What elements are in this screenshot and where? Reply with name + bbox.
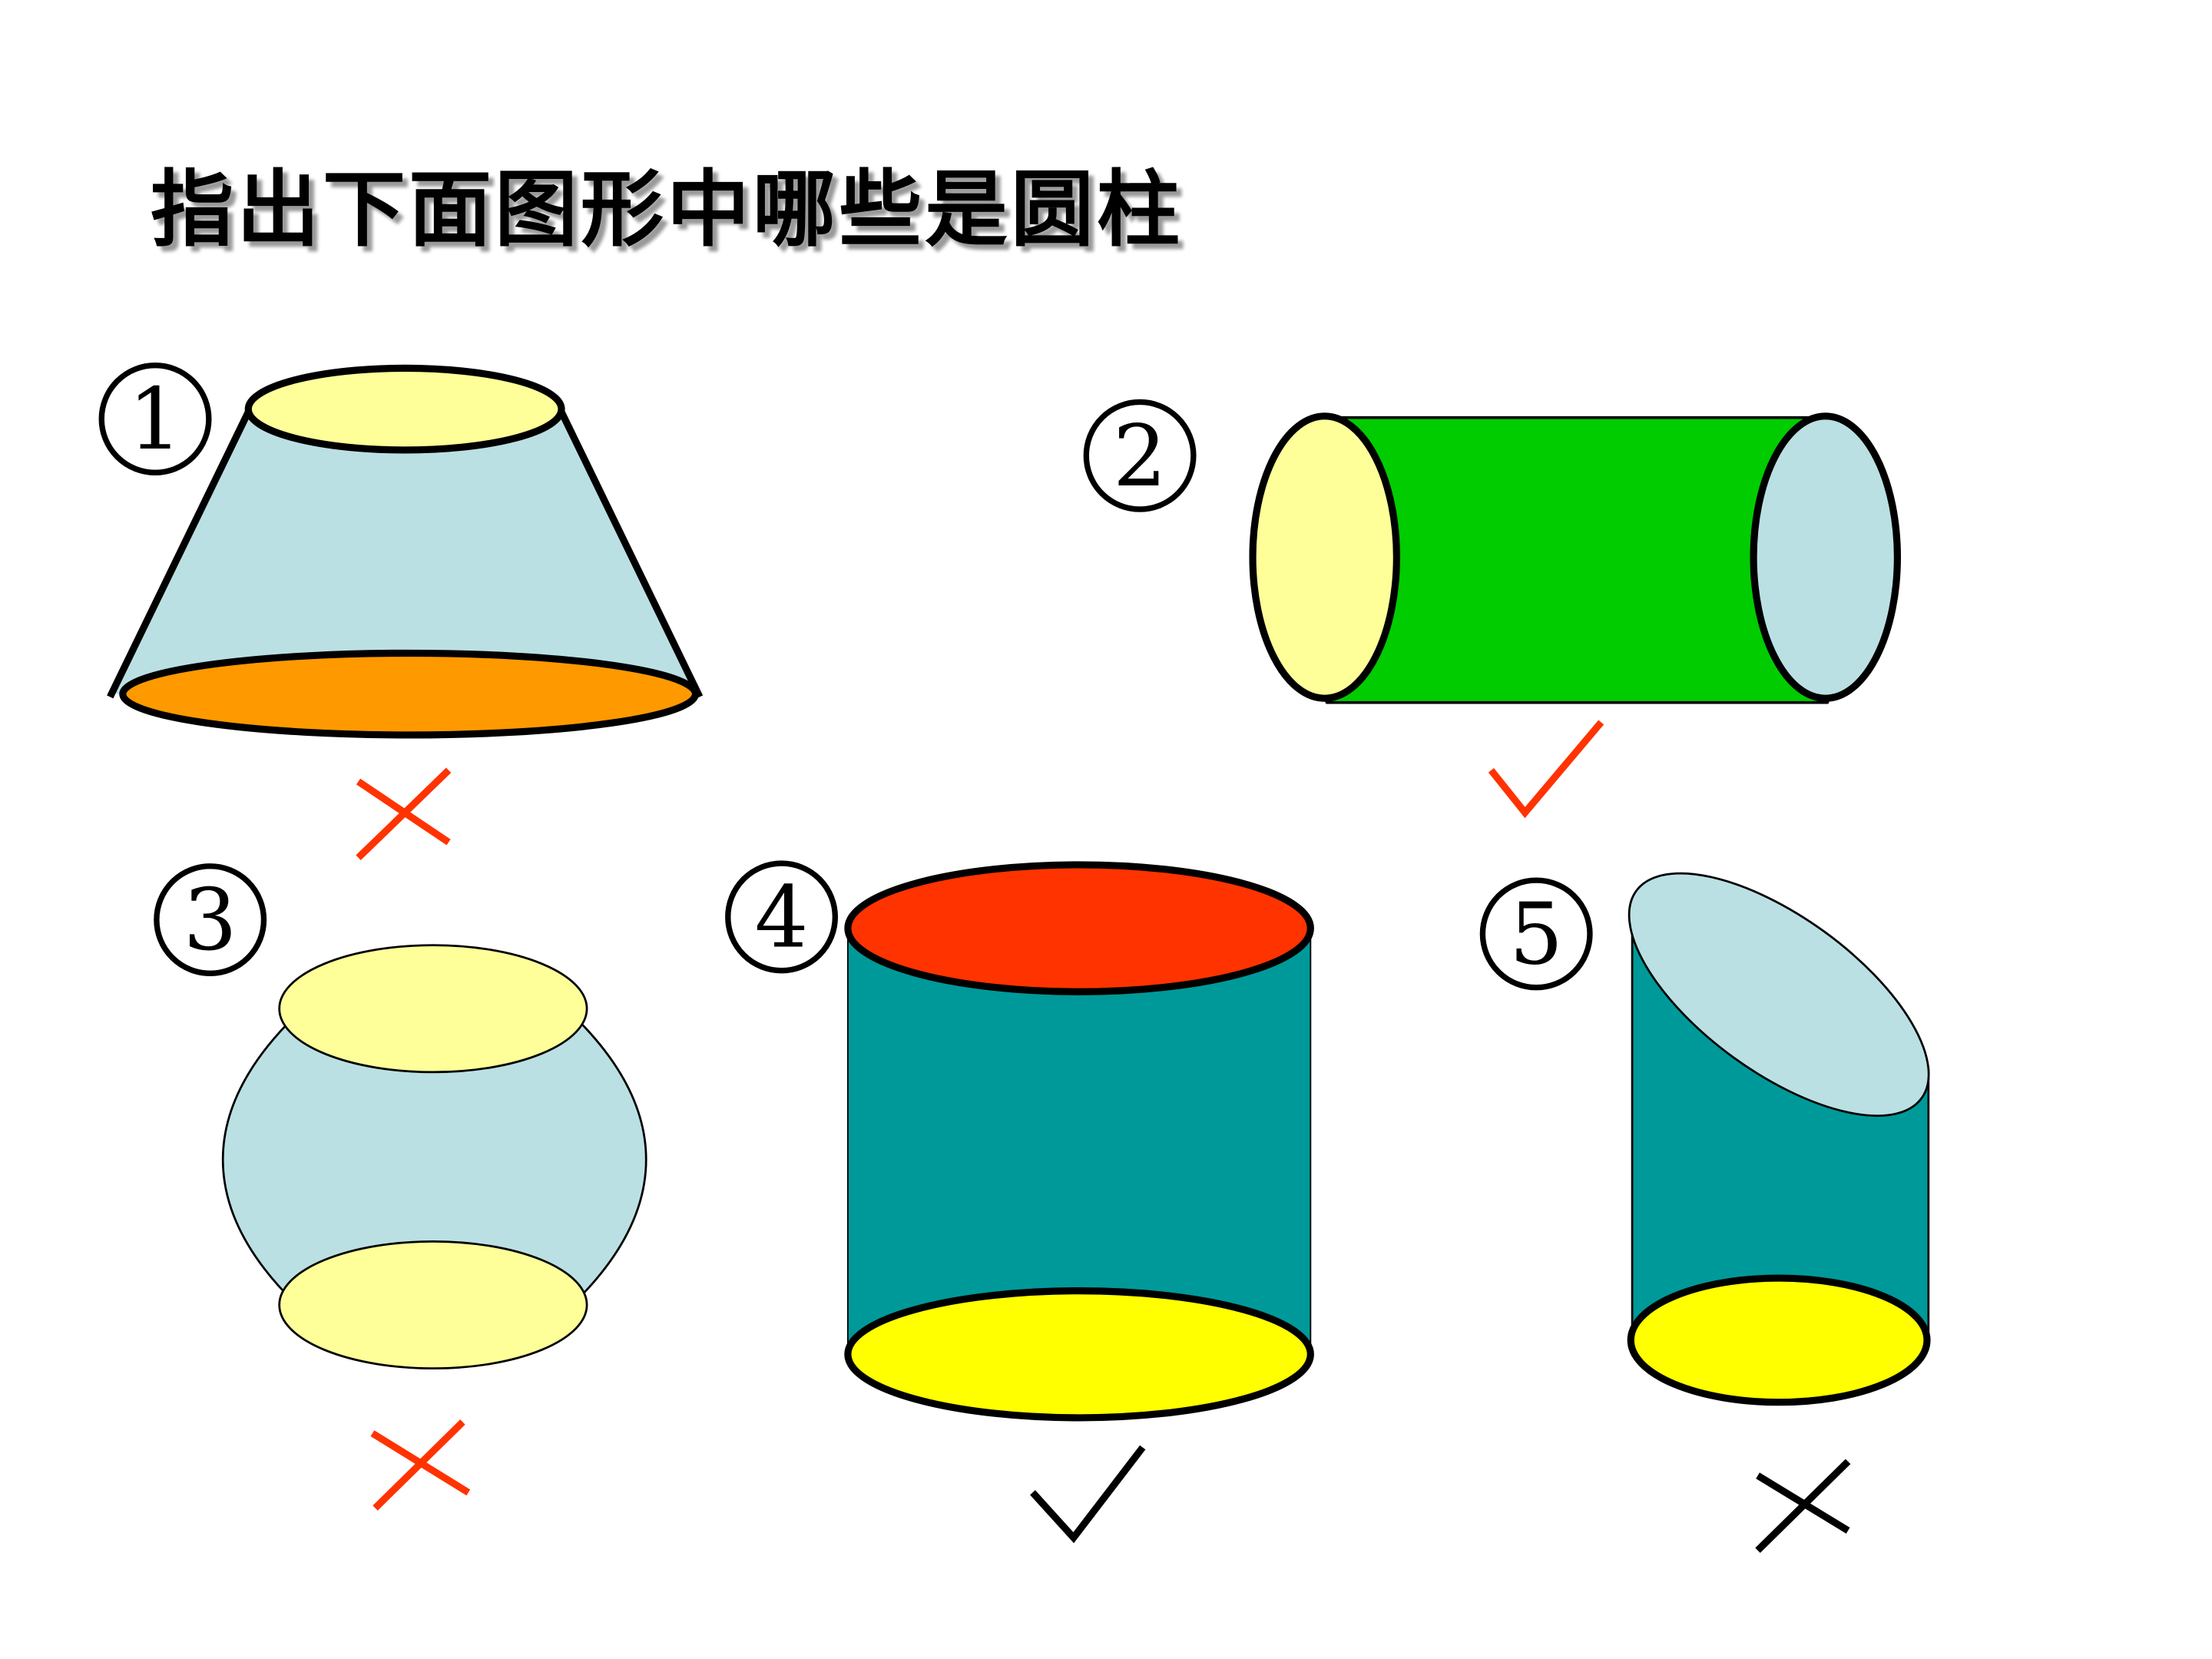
figure-2-horizontal-cylinder <box>1249 412 1901 704</box>
figure-1-frustum <box>107 364 704 739</box>
figure-1-label: 1 <box>98 363 212 475</box>
svg-text:2: 2 <box>1113 407 1167 505</box>
figure-2-label: 2 <box>1083 399 1197 512</box>
figure-3-barrel <box>221 944 647 1370</box>
figure-3-cross-icon <box>370 1419 471 1511</box>
figure-4-check-icon <box>1030 1445 1146 1544</box>
figure-5-cross-icon <box>1755 1459 1851 1553</box>
figure-5-oblique-cylinder <box>1627 872 1931 1406</box>
figure-2-check-icon <box>1488 720 1604 819</box>
figure-5-label: 5 <box>1479 877 1593 991</box>
figure-1-cross-icon <box>356 767 452 861</box>
svg-text:3: 3 <box>184 871 237 969</box>
figure-4-cylinder <box>844 861 1314 1422</box>
figure-3-label: 3 <box>154 863 267 977</box>
svg-text:4: 4 <box>754 868 808 966</box>
svg-text:1: 1 <box>128 370 182 469</box>
slide-title: 指出下面图形中哪些是圆柱 <box>151 162 1184 258</box>
svg-text:5: 5 <box>1509 885 1563 983</box>
figure-4-label: 4 <box>725 860 839 974</box>
